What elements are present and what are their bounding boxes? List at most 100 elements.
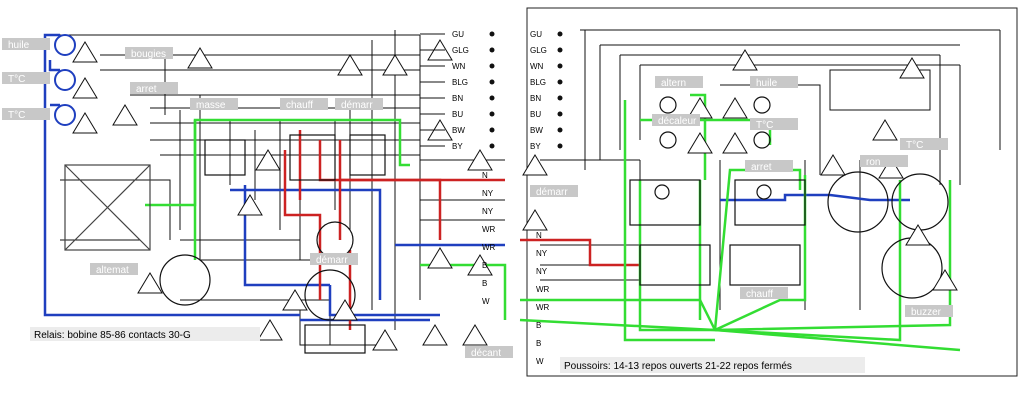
tag-text: T°C [8, 74, 25, 85]
connector-pin [489, 111, 495, 117]
tag-label: décaleur [652, 114, 700, 127]
diode-bank [829, 69, 931, 111]
tag-label: arret [745, 160, 793, 173]
wire-code-right: N [536, 231, 542, 240]
connector-pin [489, 79, 495, 85]
connector-pin [489, 63, 495, 69]
gauge-oil [54, 34, 76, 126]
indicator-lamps [654, 96, 772, 200]
tag-text: T°C [8, 110, 25, 121]
connector-right-label: BY [530, 142, 541, 151]
wire-code-left: WR [482, 243, 496, 252]
tag-text: chauff [286, 100, 313, 111]
tag-label: masse [190, 98, 238, 111]
pushbutton-boxes [629, 179, 806, 286]
tag-text: décaleur [658, 116, 697, 127]
tag-label: huile [2, 38, 50, 51]
tag-text: masse [196, 100, 226, 111]
tag-label: démarr [335, 98, 383, 111]
relay-group [204, 134, 386, 181]
connector-right-label: BN [530, 94, 541, 103]
wire-code-right: NY [536, 249, 548, 258]
connector-pin [557, 95, 563, 101]
connector-left-label: BU [452, 110, 463, 119]
tag-text: démarr [341, 100, 373, 111]
connector-pin [557, 127, 563, 133]
wire-code-right: WR [536, 303, 550, 312]
tag-text: ron [866, 157, 880, 168]
tag-label: bougies [125, 47, 173, 60]
connector-pin [557, 79, 563, 85]
connector-right-label: WN [530, 62, 544, 71]
connector-left-label: GU [452, 30, 464, 39]
connector-pin [557, 143, 563, 149]
tag-label: buzzer [905, 305, 953, 318]
wire-code-right: WR [536, 285, 550, 294]
tag-text: bougies [131, 49, 166, 60]
relais-note-box [30, 327, 260, 341]
wire-code-left: NY [482, 207, 494, 216]
connector-pin [489, 127, 495, 133]
tag-text: T°C [756, 120, 773, 131]
tag-label: démarr [530, 185, 578, 198]
connector-pin [489, 143, 495, 149]
wire-code-right: B [536, 339, 541, 348]
tag-text: arret [136, 84, 157, 95]
connector-left-label: BW [452, 126, 465, 135]
tag-label: ron [860, 155, 908, 168]
poussoirs-note-box [560, 357, 865, 373]
connector-pin [489, 95, 495, 101]
rectifier-box [64, 164, 151, 251]
wire-code-right: W [536, 357, 544, 366]
tag-text: huile [8, 40, 30, 51]
connector-right-label: BW [530, 126, 543, 135]
tag-label: huile [750, 76, 798, 89]
wire-code-right: B [536, 321, 541, 330]
connector-pin [489, 47, 495, 53]
connector-right-label: BLG [530, 78, 546, 87]
tag-text: arret [751, 162, 772, 173]
connector-pin [557, 31, 563, 37]
tag-text: T°C [906, 140, 923, 151]
alternator [159, 254, 211, 306]
wire-code-left: B [482, 261, 487, 270]
tag-text: huile [756, 78, 778, 89]
connector-right-label: GLG [530, 46, 547, 55]
poussoirs-note: Poussoirs: 14-13 repos ouverts 21-22 rep… [564, 361, 792, 372]
connector-left-label: BN [452, 94, 463, 103]
reference-triangles [72, 39, 958, 351]
tag-label: T°C [2, 72, 50, 85]
tag-label: T°C [750, 118, 798, 131]
wire-code-left: B [482, 279, 487, 288]
connector-right-label: BU [530, 110, 541, 119]
right-green-wiring [519, 93, 961, 352]
connector-right-label: GU [530, 30, 542, 39]
connector-pin [557, 47, 563, 53]
left-blue-wiring [43, 33, 505, 322]
tag-label: T°C [2, 108, 50, 121]
tag-label: altemat [90, 263, 138, 276]
tag-text: démarr [316, 255, 348, 266]
tag-text: altern [661, 78, 686, 89]
wire-code-left: WR [482, 225, 496, 234]
wire-code-right: NY [536, 267, 548, 276]
connector-pin [557, 111, 563, 117]
right-blue-wiring [720, 193, 910, 202]
connector-left-label: BY [452, 142, 463, 151]
tag-text: décant [471, 348, 501, 359]
relais-note: Relais: bobine 85-86 contacts 30-G [34, 330, 191, 341]
connector-left-label: WN [452, 62, 466, 71]
wire-code-left: NY [482, 189, 494, 198]
tag-label: arret [130, 82, 178, 95]
connector-left-label: BLG [452, 78, 468, 87]
tag-text: altemat [96, 265, 129, 276]
tag-label: décant [465, 346, 513, 359]
connector-pin [557, 63, 563, 69]
wire-code-left: W [482, 297, 490, 306]
tag-label: chauff [280, 98, 328, 111]
right-red-wiring [520, 238, 640, 267]
connector-pin [489, 31, 495, 37]
battery [304, 324, 366, 354]
